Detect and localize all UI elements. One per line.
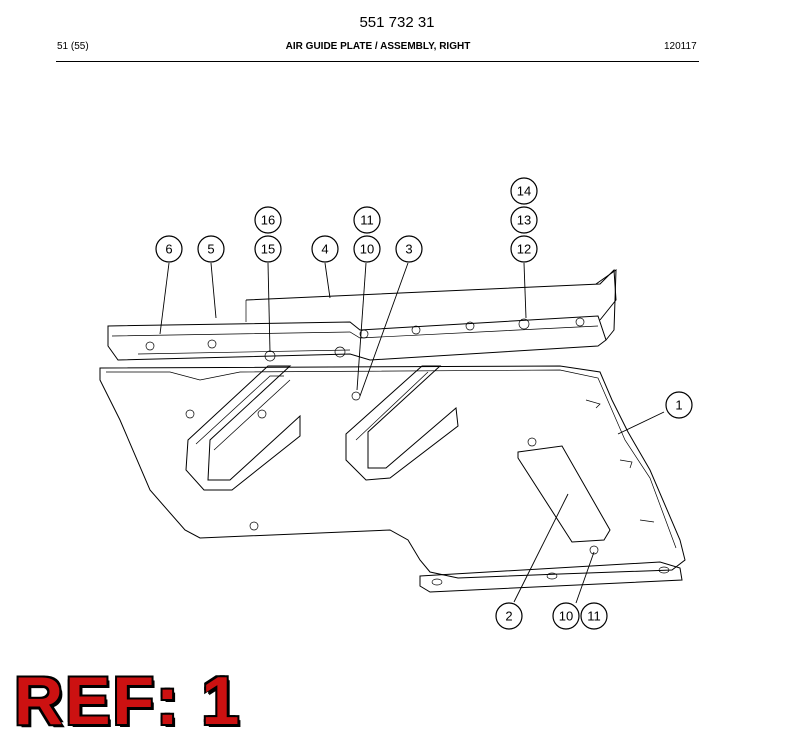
svg-text:3: 3 (405, 242, 412, 257)
svg-text:6: 6 (165, 242, 172, 257)
svg-text:10: 10 (559, 609, 573, 624)
drawing-title: AIR GUIDE PLATE / ASSEMBLY, RIGHT (285, 41, 471, 52)
svg-text:15: 15 (261, 242, 275, 257)
svg-text:14: 14 (517, 184, 531, 199)
svg-text:16: 16 (261, 213, 275, 228)
svg-text:10: 10 (360, 242, 374, 257)
rear-flange (107, 268, 617, 361)
svg-text:13: 13 (517, 213, 531, 228)
header-rule (56, 61, 699, 62)
callout-10-top: 10 (353, 235, 381, 263)
callout-3: 3 (395, 235, 423, 263)
date-code: 120117 (664, 41, 697, 52)
document-number: 551 732 31 (359, 14, 435, 31)
svg-text:12: 12 (517, 242, 531, 257)
svg-text:5: 5 (207, 242, 214, 257)
svg-text:11: 11 (360, 213, 374, 228)
callout-6: 6 (155, 235, 183, 263)
callout-1: 1 (665, 391, 693, 419)
air-guide-plate (99, 365, 686, 579)
callout-16: 16 (254, 206, 282, 234)
callout-10-bottom: 10 (552, 602, 580, 630)
callout-11-bottom: 11 (580, 602, 608, 630)
callout-11-top: 11 (353, 206, 381, 234)
leader-lines (159, 262, 665, 604)
handle-bracket-left (185, 365, 301, 491)
svg-text:2: 2 (505, 609, 512, 624)
svg-text:1: 1 (675, 398, 682, 413)
callout-5: 5 (197, 235, 225, 263)
front-flange (419, 561, 683, 593)
callout-4: 4 (311, 235, 339, 263)
callout-12: 12 (510, 235, 538, 263)
page-number: 51 (55) (57, 41, 89, 52)
cover-plate (517, 445, 611, 543)
svg-text:4: 4 (321, 242, 328, 257)
callout-14: 14 (510, 177, 538, 205)
callout-2: 2 (495, 602, 523, 630)
callout-13: 13 (510, 206, 538, 234)
svg-text:11: 11 (587, 609, 601, 624)
handle-bracket-right (345, 365, 459, 481)
ref-label: REF: 1 (14, 663, 242, 739)
callout-15: 15 (254, 235, 282, 263)
